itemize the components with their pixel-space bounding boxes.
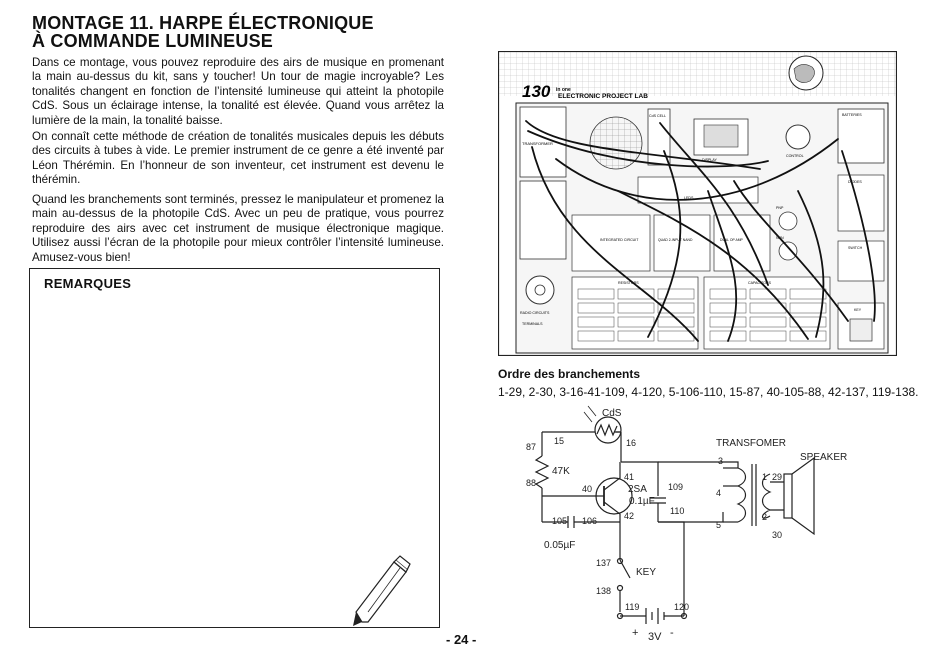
- capacitors-label: CAPACITORS: [748, 281, 772, 285]
- kit-logo-suffix: in one: [556, 87, 571, 93]
- diodes-label: DIODES: [848, 180, 862, 184]
- terminal-41: 41: [624, 472, 634, 482]
- intro-paragraph: Dans ce montage, vous pouvez reproduire …: [32, 56, 444, 127]
- plus-sign: +: [632, 627, 638, 639]
- terminal-138: 138: [596, 586, 611, 596]
- remarks-box: REMARQUES: [29, 268, 440, 628]
- terminal-87: 87: [526, 442, 536, 452]
- order-title: Ordre des branchements: [498, 367, 641, 381]
- integrated-circuit-label: INTEGRATED CIRCUIT: [600, 238, 639, 242]
- terminal-5: 5: [716, 520, 721, 530]
- key-name: KEY: [636, 567, 656, 578]
- speaker-name: SPEAKER: [800, 452, 847, 463]
- resistor-label: 47K: [552, 466, 570, 477]
- terminal-105: 105: [552, 516, 567, 526]
- terminal-40: 40: [582, 484, 592, 494]
- leds-label: LEDS: [684, 196, 694, 200]
- instructions-paragraph: Quand les branchements sont terminés, pr…: [32, 193, 444, 264]
- terminal-137: 137: [596, 558, 611, 568]
- cap1-label: 0.1µF: [629, 496, 655, 507]
- quad-nand-label: QUAD 2-INPUT NAND: [658, 238, 693, 242]
- terminal-119: 119: [625, 602, 639, 612]
- page-title: MONTAGE 11. HARPE ÉLECTRONIQUE À COMMAND…: [32, 14, 452, 50]
- order-sequence: 1-29, 2-30, 3-16-41-109, 4-120, 5-106-11…: [498, 385, 919, 399]
- resistors-label: RESISTORS: [618, 281, 639, 285]
- terminals-label: TERMINALS: [522, 322, 543, 326]
- remarks-title: REMARQUES: [44, 276, 132, 291]
- switch-label: SWITCH: [848, 246, 863, 250]
- terminal-42: 42: [624, 511, 634, 521]
- dual-op-amp-label: DUAL OP AMP: [720, 238, 744, 242]
- control-label: CONTROL: [786, 154, 804, 158]
- transformer-name: TRANSFOMER: [716, 438, 786, 449]
- minus-sign: -: [670, 627, 674, 639]
- terminal-109: 109: [668, 482, 683, 492]
- terminal-2: 2: [762, 512, 767, 522]
- cds-label: CdS: [602, 408, 622, 419]
- terminal-110: 110: [670, 506, 684, 516]
- kit-illustration: 130 in one ELECTRONIC PROJECT LAB TRANSF…: [498, 51, 897, 356]
- terminal-88: 88: [526, 478, 536, 488]
- cap2-label: 0.05µF: [544, 540, 575, 551]
- page-number: - 24 -: [446, 632, 477, 647]
- pencil-icon: [353, 555, 411, 626]
- title-line-2: À COMMANDE LUMINEUSE: [32, 31, 273, 51]
- radio-circuits-label: RADIO CIRCUITS: [520, 311, 550, 315]
- terminal-15: 15: [554, 436, 564, 446]
- key-label: KEY: [854, 308, 862, 312]
- terminal-106: 106: [582, 516, 597, 526]
- pnp-label: PNP: [776, 206, 784, 210]
- circuit-schematic: CdS 15 16 87 47K 88 41 40 2SA 42 109 0.1…: [526, 405, 847, 643]
- terminal-3: 3: [718, 456, 723, 466]
- terminal-4: 4: [716, 488, 721, 498]
- batteries-label: BATTERIES: [842, 113, 862, 117]
- title-line-1: MONTAGE 11. HARPE ÉLECTRONIQUE: [32, 13, 374, 33]
- history-paragraph: On connaît cette méthode de création de …: [32, 130, 444, 187]
- display-label: DISPLAY: [702, 158, 718, 162]
- battery-voltage: 3V: [648, 631, 662, 643]
- terminal-120: 120: [674, 602, 689, 612]
- terminal-16: 16: [626, 438, 636, 448]
- cds-cell-label: CdS CELL: [649, 114, 666, 118]
- kit-brand: ELECTRONIC PROJECT LAB: [558, 93, 648, 100]
- transistor-label: 2SA: [628, 484, 647, 495]
- terminal-29: 29: [772, 472, 782, 482]
- kit-logo: 130: [522, 82, 551, 101]
- terminal-30: 30: [772, 530, 782, 540]
- transformer-label: TRANSFORMER: [522, 141, 553, 146]
- terminal-1: 1: [762, 472, 767, 482]
